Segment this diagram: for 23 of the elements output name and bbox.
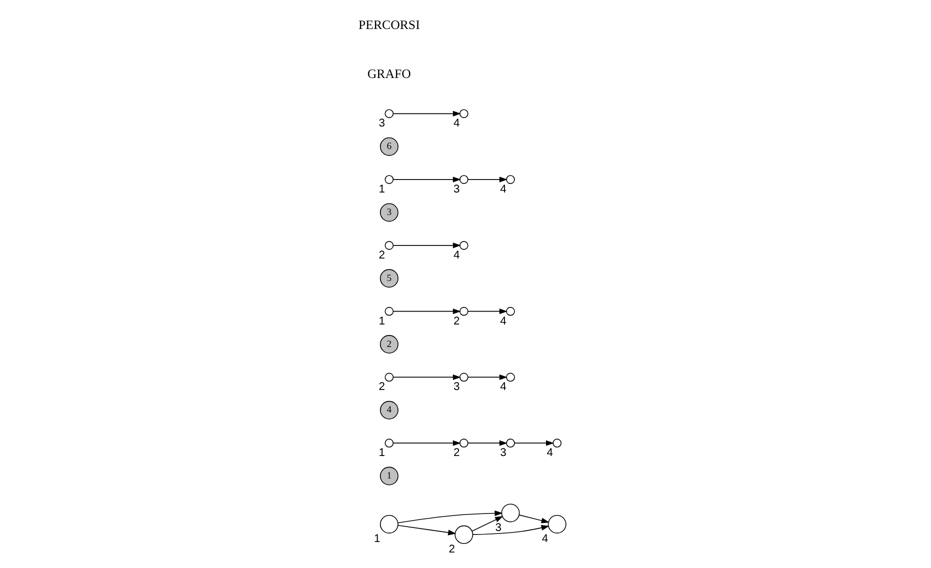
node-label: 3 [454, 184, 460, 196]
node-label: 2 [454, 447, 460, 460]
node-label: 2 [378, 381, 386, 394]
node-label: 1 [378, 315, 386, 328]
node-label: 1 [378, 184, 386, 196]
node-label: 4 [542, 533, 548, 546]
node-label: 2 [378, 249, 386, 262]
label: GRAFO [367, 67, 411, 82]
node-label: 3 [500, 447, 506, 460]
node-label: 4 [500, 315, 506, 328]
node-label: 4 [500, 381, 506, 394]
node-label: 1 [378, 447, 386, 460]
node-label: 2 [454, 315, 460, 328]
node-label: 1 [374, 533, 380, 546]
node-label: 4 [546, 447, 553, 460]
node-label: 4 [454, 249, 460, 262]
node-label: 2 [448, 544, 455, 556]
label: PERCORSI [358, 18, 420, 32]
node-label: 3 [454, 381, 460, 394]
node-label: 3 [495, 522, 502, 534]
node-label: 3 [378, 118, 386, 130]
node-label: 4 [500, 184, 506, 196]
node-label: 4 [454, 118, 460, 130]
